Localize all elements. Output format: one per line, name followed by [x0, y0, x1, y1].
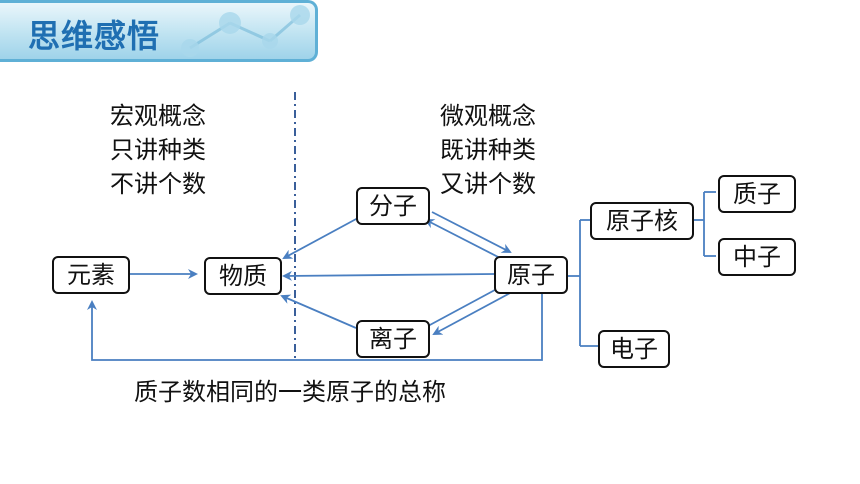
arrow-atom-to-molecule [424, 219, 505, 261]
node-neutron: 中子 [718, 238, 796, 276]
page-title: 思维感悟 [28, 17, 161, 55]
arrow-ion-to-substance [280, 294, 357, 329]
node-substance: 物质 [204, 257, 282, 295]
micro-concept-line-1: 微观概念 [440, 102, 536, 130]
arrow-atom-to-ion [432, 291, 513, 335]
node-nucleus: 原子核 [590, 202, 694, 240]
micro-concept-line-2: 既讲种类 [440, 136, 536, 164]
arrow-molecule-to-atom [431, 211, 512, 253]
micro-concept-line-3: 又讲个数 [440, 170, 536, 198]
macro-concept-line-1: 宏观概念 [110, 102, 206, 130]
arrow-ion-to-atom [427, 283, 508, 327]
header-banner: 思维感悟 [0, 0, 318, 62]
arrow-atom-to-substance [282, 270, 495, 281]
arrow-atom-to-element [87, 292, 543, 361]
node-electron: 电子 [598, 330, 670, 368]
node-element: 元素 [52, 256, 130, 294]
arrow-molecule-to-substance [282, 217, 359, 259]
molecule-decoration-icon [181, 5, 310, 57]
node-ion: 离子 [356, 320, 430, 358]
macro-concept-line-3: 不讲个数 [110, 170, 206, 198]
node-atom: 原子 [494, 256, 568, 294]
element-definition: 质子数相同的一类原子的总称 [134, 378, 446, 406]
node-proton: 质子 [718, 175, 796, 213]
macro-concept-line-2: 只讲种类 [110, 136, 206, 164]
node-molecule: 分子 [356, 187, 430, 225]
